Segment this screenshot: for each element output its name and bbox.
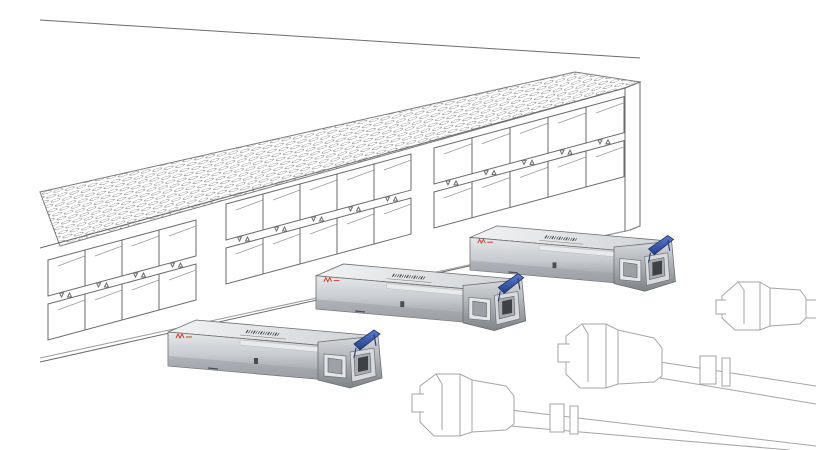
barcode-label-icon: [245, 329, 280, 337]
brand-logo-icon: [175, 332, 192, 340]
port-arrow-icon: [58, 292, 65, 299]
port-arrow-icon: [384, 196, 391, 203]
bail-latch: [647, 235, 675, 256]
switch-top-back-edge: [39, 19, 641, 59]
port-arrow-icon: [281, 225, 288, 232]
barcode-label-icon: [544, 235, 577, 242]
lc-cable-2: [557, 323, 816, 405]
port-arrow-icon: [273, 226, 280, 233]
port-arrow-icon: [95, 282, 102, 289]
switch-port: [433, 181, 473, 229]
barcode-label-icon: [391, 273, 426, 280]
switch-port: [373, 197, 412, 245]
sfp-module-1: [167, 319, 383, 389]
switch-port: [262, 183, 301, 231]
switch-port: [471, 126, 511, 175]
lc-connector-icon: [419, 373, 515, 437]
sfp-module-3: [469, 225, 676, 292]
bail-latch: [497, 273, 525, 294]
port-arrow-icon: [347, 206, 354, 213]
port-arrow-icon: [491, 169, 497, 176]
port-arrow-icon: [318, 215, 325, 222]
port-arrow-icon: [169, 262, 176, 269]
switch-port: [373, 153, 412, 201]
switch-port: [433, 137, 473, 185]
switch-port: [509, 116, 549, 165]
port-group-1: [47, 219, 197, 341]
port-arrow-icon: [140, 271, 147, 278]
switch-port: [158, 219, 197, 267]
switch-port: [585, 96, 625, 144]
switch-port: [225, 193, 264, 241]
switch-port: [336, 163, 375, 211]
port-group-2: [225, 153, 412, 285]
port-arrow-icon: [66, 291, 73, 298]
switch-port: [225, 237, 264, 285]
port-arrow-icon: [236, 236, 243, 243]
switch-port: [158, 263, 197, 311]
switch-port: [262, 227, 301, 275]
switch-port: [336, 207, 375, 255]
port-arrow-icon: [453, 179, 459, 186]
lc-connector-icon: [721, 281, 807, 331]
switch-port: [509, 160, 549, 209]
switch-port: [471, 170, 511, 219]
port-arrow-icon: [605, 138, 611, 145]
brand-logo-icon: [323, 276, 340, 283]
sfp-module-2: [315, 263, 527, 332]
switch-port: [84, 283, 123, 331]
switch-port: [299, 217, 338, 265]
port-arrow-icon: [529, 159, 535, 165]
port-arrow-icon: [597, 139, 603, 145]
port-arrow-icon: [310, 216, 317, 223]
port-arrow-icon: [559, 149, 565, 156]
port-arrow-icon: [567, 148, 573, 155]
lc-connector-icon: [565, 323, 663, 389]
switch-port: [121, 273, 160, 321]
port-arrow-icon: [445, 180, 451, 186]
switch-port-groups: [47, 96, 625, 341]
switch-port: [547, 150, 587, 198]
port-arrow-icon: [244, 235, 251, 242]
port-arrow-icon: [132, 272, 139, 279]
port-arrow-icon: [103, 281, 110, 288]
lc-cable-1: [411, 373, 816, 450]
switch-port: [585, 140, 625, 188]
brand-logo-icon: [477, 238, 494, 245]
switch-port: [47, 293, 86, 341]
switch-port: [547, 106, 587, 154]
port-arrow-icon: [483, 170, 489, 176]
bail-latch: [353, 329, 381, 351]
port-group-3: [433, 96, 625, 229]
switch-port: [84, 239, 123, 287]
port-arrow-icon: [355, 205, 362, 212]
port-arrow-icon: [177, 261, 184, 268]
switch-port: [47, 249, 86, 297]
switch-port: [299, 173, 338, 221]
lc-cable-3: [715, 281, 816, 331]
switch-port: [121, 229, 160, 277]
port-arrow-icon: [521, 159, 527, 166]
port-arrow-icon: [392, 195, 399, 202]
